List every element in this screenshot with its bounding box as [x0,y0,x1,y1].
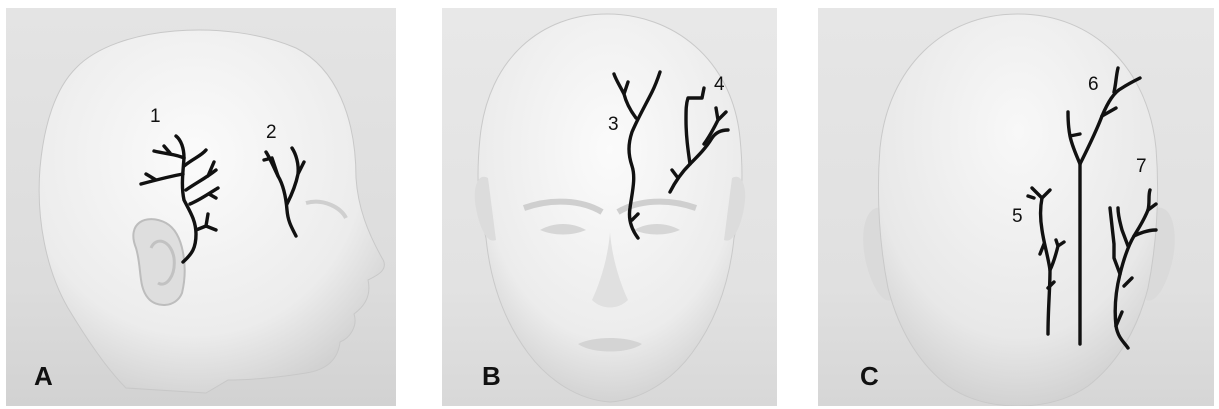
panel-letter-b: B [482,361,501,392]
panel-letter-a: A [34,361,53,392]
label-1: 1 [150,106,161,128]
panel-a-lateral-view: 1 2 A [6,8,396,406]
head-silhouette [39,30,384,393]
frontal-head-illustration [442,8,777,406]
label-7: 7 [1136,156,1147,178]
panel-c-posterior-view: 5 6 7 C [818,8,1214,406]
label-3: 3 [608,114,619,136]
panel-b-frontal-view: 3 4 B [442,8,777,406]
label-4: 4 [714,74,725,96]
label-5: 5 [1012,206,1023,228]
label-2: 2 [266,122,277,144]
panel-letter-c: C [860,361,879,392]
label-6: 6 [1088,74,1099,96]
lateral-head-illustration [6,8,396,406]
